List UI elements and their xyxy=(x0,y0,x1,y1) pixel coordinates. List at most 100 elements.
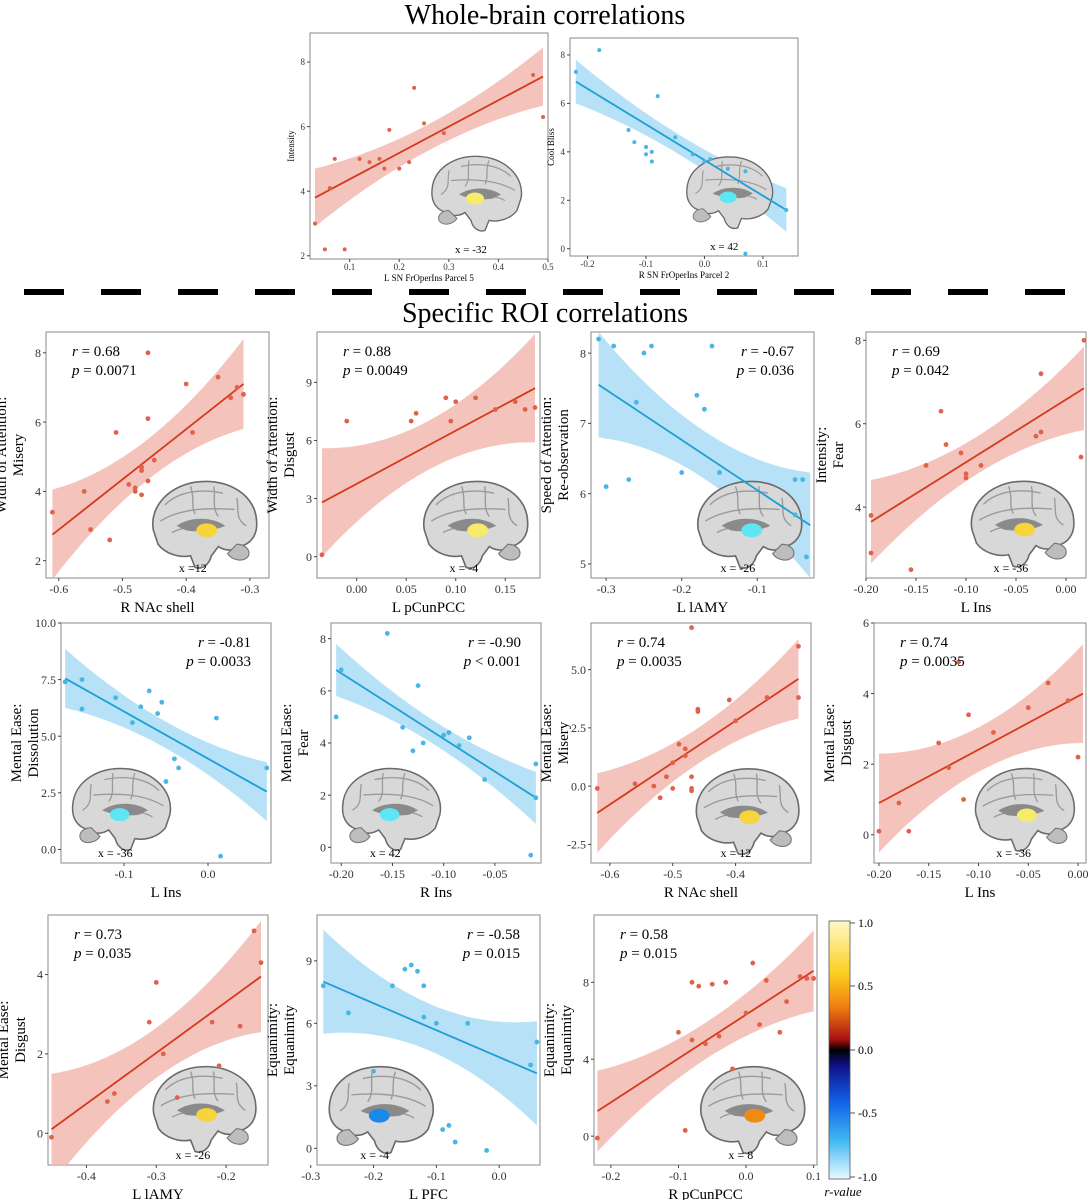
x-tick-label: -0.4 xyxy=(77,1169,96,1183)
x-axis-label: L lAMY xyxy=(132,1187,184,1200)
x-tick-label: 0.00 xyxy=(1056,582,1077,596)
data-point xyxy=(522,407,528,412)
roi-8-brain-slice xyxy=(974,767,1076,852)
data-point xyxy=(312,221,317,226)
y-tick-label: 8 xyxy=(855,334,861,348)
roi-7-brain-slice xyxy=(695,768,800,856)
slice-label: x = -36 xyxy=(98,846,133,860)
data-point xyxy=(596,336,601,342)
top-heading: Whole-brain correlations xyxy=(405,0,686,31)
data-point xyxy=(49,509,55,515)
x-tick-label: -0.3 xyxy=(147,1169,166,1183)
data-point xyxy=(155,711,161,716)
data-point xyxy=(644,152,648,157)
data-point xyxy=(868,550,874,556)
x-tick-label: 0.0 xyxy=(492,1169,507,1183)
data-point xyxy=(743,169,748,174)
data-point xyxy=(696,983,702,989)
data-point xyxy=(327,185,332,190)
y-axis-label: Mental Ease:Disgust xyxy=(822,704,855,783)
data-point xyxy=(344,418,350,424)
data-point xyxy=(138,704,144,710)
data-point xyxy=(1065,698,1071,704)
stat-label: p = 0.0049 xyxy=(342,363,408,379)
y-tick-label: 10.0 xyxy=(35,616,56,630)
data-point xyxy=(216,1063,222,1069)
regression-line xyxy=(575,80,787,211)
y-tick-label: 0 xyxy=(863,828,869,842)
data-point xyxy=(104,1099,110,1104)
x-tick-label: 0.00 xyxy=(346,582,367,596)
data-point xyxy=(670,760,676,766)
y-axis-label: Width of Attention:Disgust xyxy=(265,397,298,514)
data-point xyxy=(88,527,93,532)
data-point xyxy=(408,418,414,424)
data-point xyxy=(146,1019,152,1025)
x-tick-label: -0.10 xyxy=(431,867,456,881)
data-point xyxy=(332,156,337,161)
data-point xyxy=(111,1091,117,1096)
x-tick-label: -0.1 xyxy=(427,1169,446,1183)
colorbar: 1.0 0.5 0.0 -0.5 -1.0 r-value xyxy=(824,916,877,1199)
colorbar-gradient xyxy=(828,920,851,1180)
data-point xyxy=(139,492,144,498)
data-point xyxy=(603,484,609,490)
x-axis-label: R NAc shell xyxy=(664,885,738,901)
data-point xyxy=(384,631,390,636)
data-point xyxy=(440,1127,446,1132)
data-point xyxy=(676,741,682,747)
data-point xyxy=(743,1010,749,1016)
regression-line xyxy=(596,678,799,814)
data-point xyxy=(800,477,806,482)
roi-2-brain-slice xyxy=(422,480,529,569)
y-tick-label: 4 xyxy=(301,186,306,196)
x-axis-label: R NAc shell xyxy=(120,600,194,616)
x-axis-label: L SN FrOperIns Parcel 5 xyxy=(384,273,474,283)
x-axis-label: R Ins xyxy=(420,885,452,901)
data-point xyxy=(689,774,694,780)
data-point xyxy=(422,121,427,126)
data-point xyxy=(421,983,427,989)
data-point xyxy=(190,430,195,435)
data-point xyxy=(876,828,882,834)
y-tick-label: 0 xyxy=(320,841,326,855)
x-axis-label: L PFC xyxy=(409,1187,448,1200)
slice-label: x = 42 xyxy=(710,241,738,253)
y-tick-label: 0.0 xyxy=(571,779,586,793)
data-point xyxy=(682,746,688,752)
data-point xyxy=(1075,754,1081,760)
data-point xyxy=(649,159,654,164)
data-point xyxy=(397,166,402,171)
data-point xyxy=(991,730,996,735)
x-tick-label: -0.1 xyxy=(115,867,134,881)
colorbar-label: r-value xyxy=(824,1184,862,1199)
data-point xyxy=(690,152,695,157)
data-point xyxy=(452,1139,458,1145)
regression-line xyxy=(870,387,1085,523)
y-tick-label: 8 xyxy=(583,976,589,990)
x-tick-label: -0.5 xyxy=(113,582,132,596)
data-point xyxy=(611,343,617,349)
data-point xyxy=(228,395,234,401)
y-axis-label: Intensity xyxy=(286,130,296,162)
roi-11-brain-slice xyxy=(699,1065,806,1155)
data-point xyxy=(730,1066,735,1072)
data-point xyxy=(796,643,801,649)
data-point xyxy=(655,94,660,99)
x-axis-label: R SN FrOperIns Parcel 2 xyxy=(639,270,730,280)
stat-label: r = -0.90 xyxy=(468,635,521,651)
data-point xyxy=(387,127,392,132)
data-point xyxy=(484,1148,490,1153)
x-tick-label: -0.05 xyxy=(482,867,507,881)
data-point xyxy=(367,160,372,165)
y-tick-label: 7 xyxy=(580,417,586,431)
data-point xyxy=(708,157,713,162)
y-tick-label: 2.5 xyxy=(571,721,586,735)
data-point xyxy=(868,513,874,518)
y-axis-label: Equanimity:Equanimity xyxy=(265,1003,298,1077)
x-tick-label: -0.2 xyxy=(601,1169,620,1183)
data-point xyxy=(978,463,984,468)
y-tick-label: 6 xyxy=(306,434,312,448)
data-point xyxy=(963,475,969,481)
